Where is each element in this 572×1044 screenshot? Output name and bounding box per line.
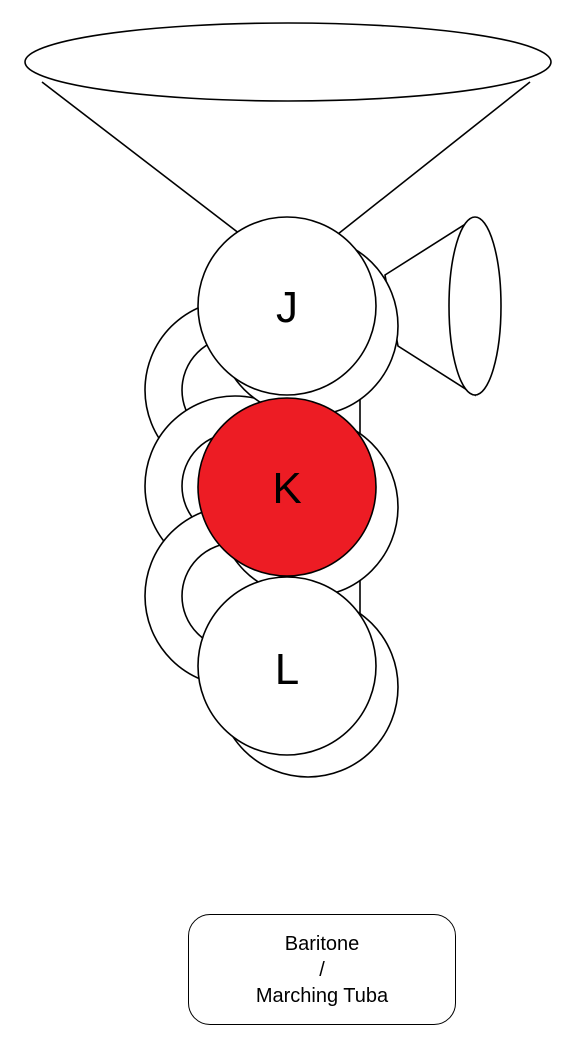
valve-cap	[197, 397, 377, 577]
caption-line-1: Baritone	[284, 932, 360, 955]
valve-label: L	[275, 645, 299, 694]
bell-cone-right	[337, 81, 531, 235]
valve-l[interactable]: L	[197, 576, 399, 778]
main-bell	[24, 22, 552, 102]
instrument-caption: Baritone / Marching Tuba	[188, 914, 456, 1025]
caption-line-2: /	[319, 958, 325, 981]
bell-cone-left	[41, 81, 241, 235]
valve-k[interactable]: K	[197, 397, 399, 598]
caption-line-3: Marching Tuba	[255, 984, 389, 1007]
valve-label: J	[276, 283, 298, 332]
leadpipe-bell	[448, 216, 502, 396]
valve-cap	[197, 576, 377, 756]
valve-cap	[197, 216, 377, 396]
valve-j[interactable]: J	[197, 216, 399, 417]
valve-label: K	[272, 464, 301, 513]
